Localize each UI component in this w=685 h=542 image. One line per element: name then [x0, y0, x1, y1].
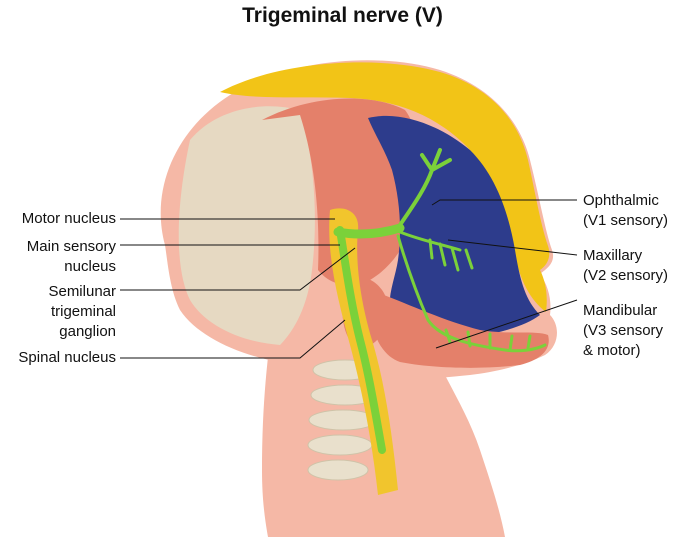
- ganglion-root: [333, 223, 405, 239]
- mandibular-branch: [396, 234, 547, 353]
- ophthalmic-branch: [396, 148, 452, 230]
- cranium-bone: [178, 106, 315, 345]
- spinal-nucleus-line: [120, 319, 346, 359]
- semilunar-line: [120, 247, 356, 291]
- label-semilunar-line1: Semilunar: [48, 283, 116, 300]
- label-main-sensory-nucleus-line2: nucleus: [64, 258, 116, 275]
- diagram-title: Trigeminal nerve (V): [242, 4, 443, 27]
- cervical-spine: [307, 359, 380, 481]
- maxillary-branch: [398, 230, 474, 272]
- scalp-layer: [220, 62, 550, 312]
- label-mandibular-line3: & motor): [583, 342, 641, 359]
- nerve-trunk: [336, 226, 386, 454]
- trigeminal-nerve: [333, 148, 547, 454]
- maxillary-line: [447, 239, 578, 256]
- ophthalmic-line: [431, 199, 577, 206]
- label-ophthalmic-line2: (V1 sensory): [583, 212, 669, 229]
- label-maxillary-line1: Maxillary: [583, 247, 643, 264]
- label-mandibular-line1: Mandibular: [583, 302, 658, 319]
- label-main-sensory-nucleus-line1: Main sensory: [26, 238, 116, 255]
- label-ophthalmic-line1: Ophthalmic: [583, 192, 659, 209]
- label-mandibular-line2: (V3 sensory: [583, 322, 664, 339]
- label-maxillary-line2: (V2 sensory): [583, 267, 669, 284]
- label-semilunar-line3: ganglion: [59, 323, 116, 340]
- label-spinal-nucleus: Spinal nucleus: [18, 349, 116, 366]
- mandibular-line: [435, 299, 578, 349]
- facial-bones: [368, 115, 540, 341]
- label-motor-nucleus: Motor nucleus: [21, 210, 116, 227]
- label-semilunar-line2: trigeminal: [50, 303, 116, 320]
- pointer-lines: [120, 199, 578, 359]
